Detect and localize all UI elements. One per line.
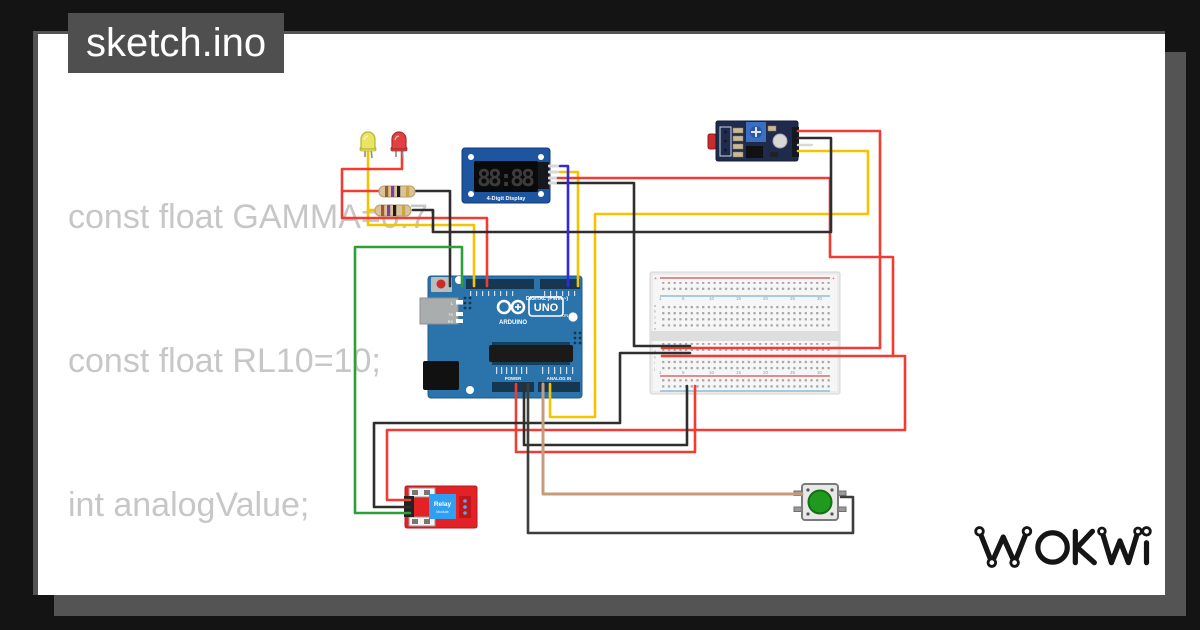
power-header[interactable] — [492, 382, 534, 392]
terminal-block — [408, 516, 436, 527]
wokwi-logo — [974, 526, 1152, 568]
code-background: const float GAMMA=0.7; const float RL10=… — [68, 97, 550, 595]
wires-layer — [340, 129, 907, 535]
rail-plus: + — [832, 276, 835, 282]
sketch-filename-tab: sketch.ino — [68, 13, 285, 73]
digital-pin-labels — [470, 291, 576, 296]
wire — [526, 382, 855, 535]
wire — [556, 176, 895, 358]
digital-header-left[interactable] — [466, 279, 534, 289]
analog-label: ANALOG IN — [547, 376, 572, 381]
breadboard[interactable]: + + 1 5 10 15 20 25 30 a b c d e f g h i… — [649, 271, 841, 395]
wire — [340, 150, 489, 288]
arduino-uno-board[interactable]: DIGITAL (PWM ~) L TX RX UNO ARDUINO ON — [419, 275, 583, 399]
ic-pins — [492, 342, 570, 365]
relay-sublabel: Module — [436, 510, 448, 514]
wire — [385, 354, 907, 502]
rx-label: RX — [448, 320, 454, 324]
breadboard-numbers-bottom: 1 5 10 15 20 25 30 — [659, 370, 823, 375]
on-label: ON — [562, 313, 568, 318]
arduino-infinity-logo — [496, 299, 526, 315]
wire — [522, 382, 689, 447]
seven-segment-display[interactable]: 88:88 4-Digit Display — [461, 147, 559, 204]
uno-label: UNO — [534, 302, 559, 314]
display-pin-stubs — [548, 164, 559, 185]
display-label: 4-Digit Display — [487, 196, 527, 202]
bottom-pin-labels — [496, 367, 574, 374]
wire — [796, 129, 882, 350]
tx-label: TX — [448, 313, 453, 317]
sensor-pin-header — [792, 127, 799, 157]
mounting-hole — [568, 312, 578, 322]
wire — [548, 149, 870, 419]
red-led[interactable] — [390, 131, 408, 159]
wire — [366, 150, 476, 288]
usb-connector — [419, 297, 459, 325]
breadboard-letters-top: a b c d e — [654, 304, 657, 331]
photoresistor — [707, 133, 717, 150]
analog-header[interactable] — [538, 382, 580, 392]
mounting-hole — [466, 386, 474, 394]
led-l-label: L — [451, 301, 454, 306]
terminal-block — [408, 487, 436, 498]
wire — [411, 189, 452, 288]
wire — [353, 245, 464, 515]
ldr-sensor-module[interactable] — [707, 120, 799, 162]
resistor-1[interactable] — [378, 185, 416, 198]
comparator-ic — [746, 146, 763, 158]
power-label: POWER — [505, 376, 522, 381]
digital-label: DIGITAL (PWM ~) — [526, 296, 569, 302]
relay-body — [429, 494, 456, 519]
button-cap[interactable] — [807, 489, 833, 515]
wire — [514, 382, 697, 454]
arduino-label: ARDUINO — [499, 320, 527, 326]
wire — [558, 164, 570, 288]
smd-resistors — [732, 125, 777, 158]
editor-canvas: const float GAMMA=0.7; const float RL10=… — [33, 31, 1165, 595]
wire — [372, 351, 692, 509]
display-digits: 88:88 — [477, 166, 535, 192]
wire — [541, 382, 804, 496]
display-pin-header — [538, 162, 549, 189]
wire — [558, 170, 580, 288]
icsp-pins — [463, 296, 582, 345]
pushbutton[interactable] — [793, 483, 847, 521]
relay-module[interactable]: Relay Module — [404, 485, 478, 529]
digital-header-right[interactable] — [540, 279, 580, 289]
code-line: int analogValue; — [68, 486, 310, 524]
breadboard-numbers-top: 1 5 10 15 20 25 30 — [659, 296, 823, 301]
yellow-led[interactable] — [359, 131, 377, 159]
capacitor — [772, 133, 788, 149]
rail-plus: + — [654, 276, 657, 282]
wire — [411, 136, 833, 234]
atmega-chip — [489, 345, 573, 362]
power-jack — [423, 361, 459, 390]
resistor-2[interactable] — [374, 204, 412, 217]
relay-label: Relay — [434, 501, 452, 508]
wire — [556, 181, 692, 348]
